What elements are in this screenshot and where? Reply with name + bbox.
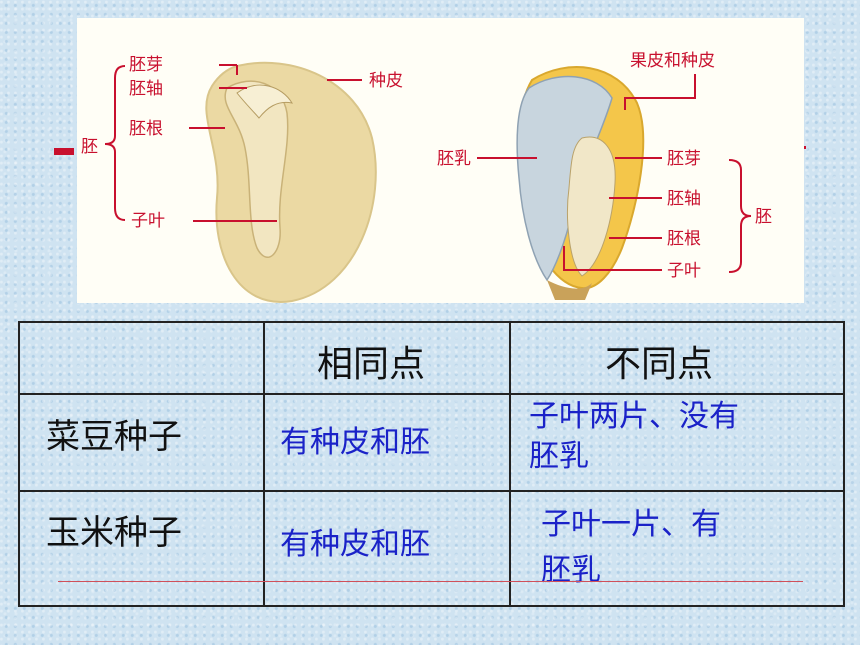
bean-embryo-shape <box>224 80 289 258</box>
table-divider-col2 <box>509 323 511 605</box>
corn-label-cotyledon: 子叶 <box>667 261 701 281</box>
corn-base-shape <box>547 280 592 300</box>
table-divider-col1 <box>263 323 265 605</box>
seed-structure-figure: 胚芽 胚轴 胚根 胚 子叶 种皮 果皮和种皮 胚乳 胚芽 胚轴 胚根 子叶 胚 <box>77 18 804 303</box>
slide-marker <box>54 148 74 155</box>
corn-label-pericarp: 果皮和种皮 <box>630 51 715 71</box>
bean-same-answer: 有种皮和胚 <box>280 425 430 460</box>
seed-diagram-svg: 胚芽 胚轴 胚根 胚 子叶 种皮 果皮和种皮 胚乳 胚芽 胚轴 胚根 子叶 胚 <box>81 51 772 303</box>
corn-endosperm-shape <box>516 75 613 282</box>
header-same-points: 相同点 <box>317 344 426 385</box>
corn-pericarp-pointer <box>624 74 696 110</box>
corn-cotyledon-pointer <box>563 246 662 271</box>
bean-label-cotyledon: 子叶 <box>131 211 165 231</box>
corn-label-endosperm: 胚乳 <box>437 149 471 169</box>
underline-rule <box>58 581 803 582</box>
corn-label-hypocotyl: 胚轴 <box>667 189 701 209</box>
bean-label-radicle: 胚根 <box>129 119 163 139</box>
bean-label-hypocotyl: 胚轴 <box>129 79 163 99</box>
bean-diff-answer-line2: 胚乳 <box>529 439 589 474</box>
bean-plumule-shape <box>236 84 293 119</box>
corn-diff-answer-line2: 胚乳 <box>541 553 601 588</box>
bean-label-plumule: 胚芽 <box>129 55 163 75</box>
corn-diff-answer-line1: 子叶一片、有 <box>541 507 721 542</box>
comparison-table: 相同点 不同点 菜豆种子 有种皮和胚 子叶两片、没有 胚乳 玉米种子 有种皮和胚… <box>18 321 845 607</box>
row-label-bean: 菜豆种子 <box>46 417 182 457</box>
corn-label-radicle: 胚根 <box>667 229 701 249</box>
bean-label-seed-coat: 种皮 <box>369 71 403 91</box>
bean-diff-answer-line1: 子叶两片、没有 <box>529 399 739 434</box>
corn-same-answer: 有种皮和胚 <box>280 527 430 562</box>
corn-embryo-bracket <box>728 159 752 273</box>
header-diff-points: 不同点 <box>605 344 714 385</box>
corn-label-plumule: 胚芽 <box>667 149 701 169</box>
row-label-corn: 玉米种子 <box>46 513 182 553</box>
corn-embryo-shape <box>567 136 616 277</box>
corn-label-embryo: 胚 <box>755 207 772 227</box>
bean-label-embryo: 胚 <box>81 137 98 157</box>
table-divider-row2 <box>20 490 843 492</box>
table-divider-row1 <box>20 393 843 395</box>
bean-embryo-bracket <box>104 65 126 221</box>
